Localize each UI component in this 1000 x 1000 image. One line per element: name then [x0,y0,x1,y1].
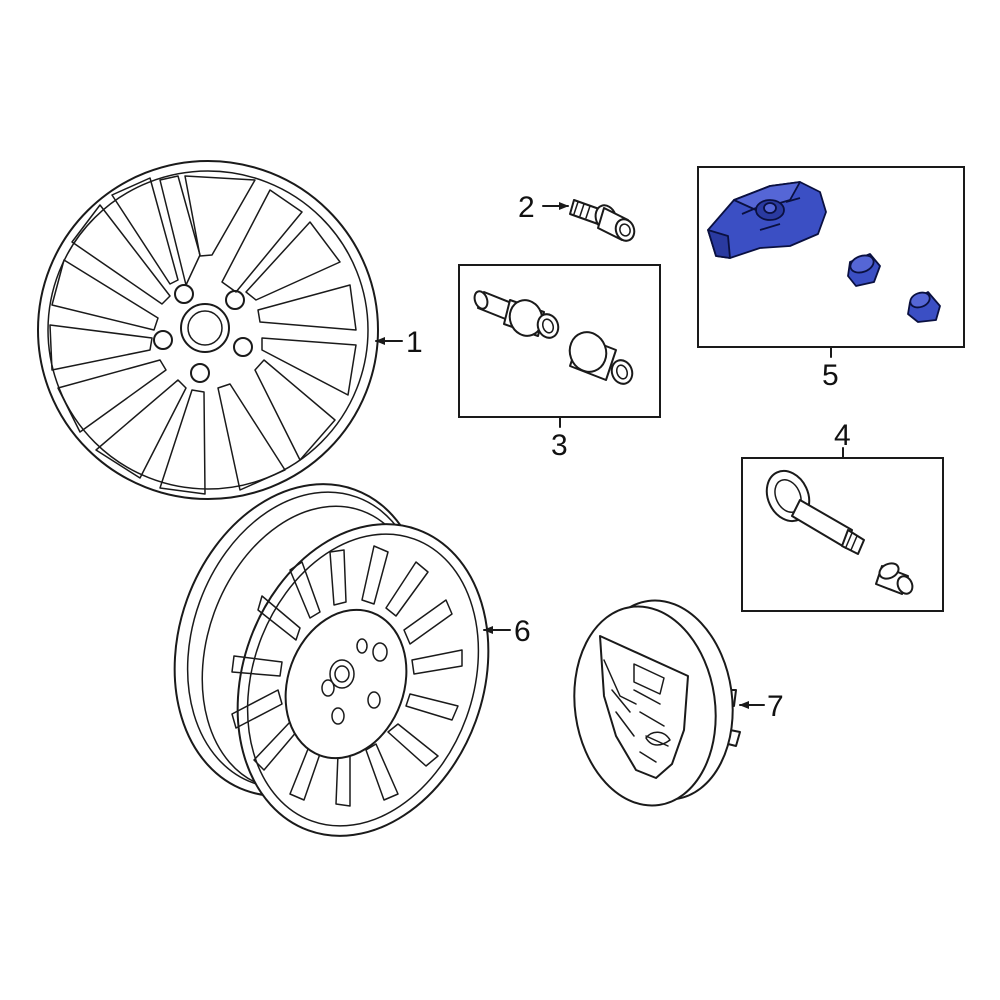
callout-3: 3 [551,429,568,462]
lug-bolt-icon[interactable] [569,199,637,243]
callout-7: 7 [767,690,784,723]
center-cap-icon[interactable] [562,591,745,815]
alloy-wheel-icon[interactable] [37,160,379,500]
part-3-box [458,264,661,418]
valve-stem-icon[interactable] [759,464,915,596]
callout-5: 5 [822,359,839,392]
tpms-sensor-icon[interactable] [707,181,941,323]
locking-bolt-set-icon[interactable] [472,289,635,386]
spare-wheel-icon[interactable] [133,449,531,872]
callout-6: 6 [514,615,531,648]
callout-2: 2 [518,191,535,224]
callout-4: 4 [834,419,851,452]
callout-1: 1 [406,326,423,359]
